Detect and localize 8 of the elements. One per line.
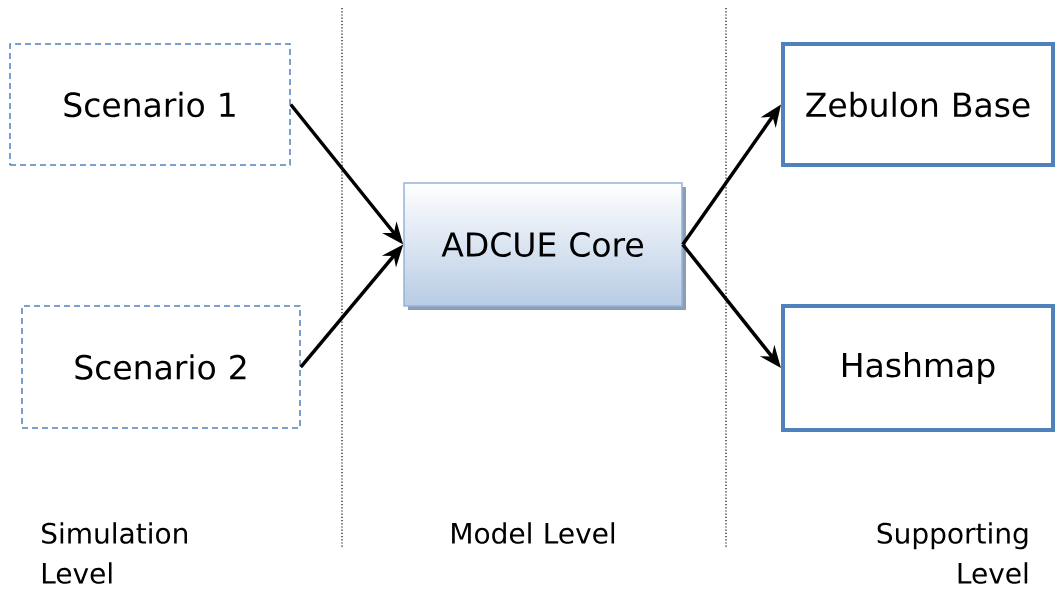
scenario-box: Scenario 2: [21, 305, 301, 429]
level-label: Model Level: [452, 522, 615, 544]
process-box: ADCUE Core: [403, 182, 683, 307]
scenario-box: Scenario 1: [9, 43, 291, 166]
component-box: Hashmap: [781, 304, 1055, 432]
level-label: Supporting Level: [877, 522, 1028, 584]
level-label: Simulation Level: [42, 522, 187, 584]
component-box: Zebulon Base: [781, 42, 1055, 167]
